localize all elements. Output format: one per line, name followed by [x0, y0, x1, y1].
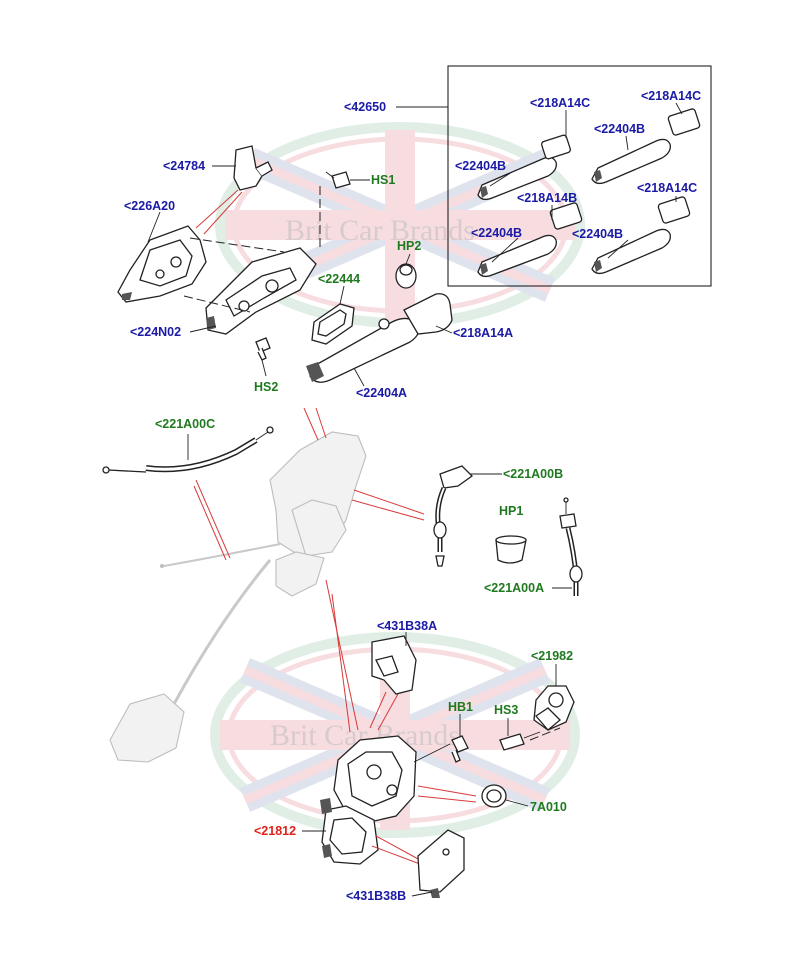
part-hp1-plug: [495, 535, 527, 564]
label-inset-22404b-1: <22404B: [594, 122, 645, 136]
label-inset-218a14c-2: <218A14C: [641, 89, 701, 103]
part-7a010-grommet: [481, 784, 507, 808]
part-221a00a-cable: [559, 497, 583, 596]
label-22444: <22444: [318, 272, 360, 286]
part-hs1-screw: [325, 171, 351, 189]
label-inset-22404b-4: <22404B: [572, 227, 623, 241]
part-226a20-housing: [117, 225, 207, 303]
inset-box: [447, 65, 712, 287]
label-218a14a: <218A14A: [453, 326, 513, 340]
label-431b38a: <431B38A: [377, 619, 437, 633]
inset-handle-4: [591, 196, 691, 275]
part-22404a-handle: [306, 317, 420, 383]
label-inset-218a14c-1: <218A14C: [530, 96, 590, 110]
inset-handle-3: [477, 202, 583, 278]
label-21982: <21982: [531, 649, 573, 663]
part-21812-latch: [320, 735, 417, 865]
label-inset-218a14c-3: <218A14C: [637, 181, 697, 195]
part-hs3-screw: [499, 731, 541, 751]
part-221a00c-cable: [102, 426, 274, 474]
label-224n02: <224N02: [130, 325, 181, 339]
part-hb1-bolt: [451, 735, 469, 763]
label-hs3: HS3: [494, 703, 518, 717]
inset-handle-1: [477, 134, 572, 201]
part-431b38b-cover: [417, 829, 465, 898]
watermark-text-top: Brit Car Brands: [285, 214, 475, 247]
label-22404a: <22404A: [356, 386, 407, 400]
label-221a00a: <221A00A: [484, 581, 544, 595]
part-218a14a-cap: [403, 293, 453, 335]
label-hp2: HP2: [397, 239, 421, 253]
part-hs2-screw: [255, 337, 271, 361]
label-226a20: <226A20: [124, 199, 175, 213]
label-inset-218a14b: <218A14B: [517, 191, 577, 205]
part-21982-striker: [533, 685, 575, 731]
inset-handle-2: [591, 108, 701, 185]
label-221a00c: <221A00C: [155, 417, 215, 431]
part-221a00b-cable: [433, 465, 474, 567]
label-hs1: HS1: [371, 173, 395, 187]
part-hp2-plug: [395, 263, 417, 289]
label-inset-22404b-2: <22404B: [455, 159, 506, 173]
label-21812: <21812: [254, 824, 296, 838]
label-hs2: HS2: [254, 380, 278, 394]
label-hp1: HP1: [499, 504, 523, 518]
label-hb1: HB1: [448, 700, 473, 714]
label-221a00b: <221A00B: [503, 467, 563, 481]
label-inset-22404b-3: <22404B: [471, 226, 522, 240]
context-door-assembly: [109, 431, 367, 763]
label-431b38b: <431B38B: [346, 889, 406, 903]
part-24784-bracket: [233, 145, 273, 191]
label-24784: <24784: [163, 159, 205, 173]
label-7a010: 7A010: [530, 800, 567, 814]
label-42650: <42650: [344, 100, 386, 114]
